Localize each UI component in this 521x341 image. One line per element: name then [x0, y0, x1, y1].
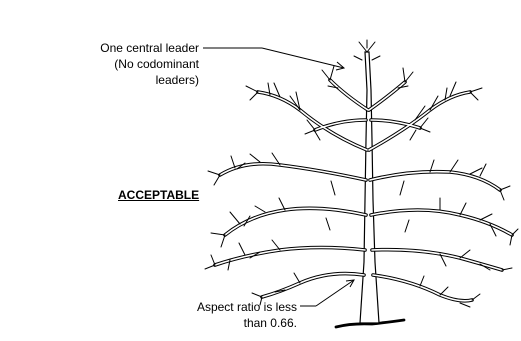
- trunk: [360, 52, 379, 323]
- tree-twigs: [205, 40, 518, 307]
